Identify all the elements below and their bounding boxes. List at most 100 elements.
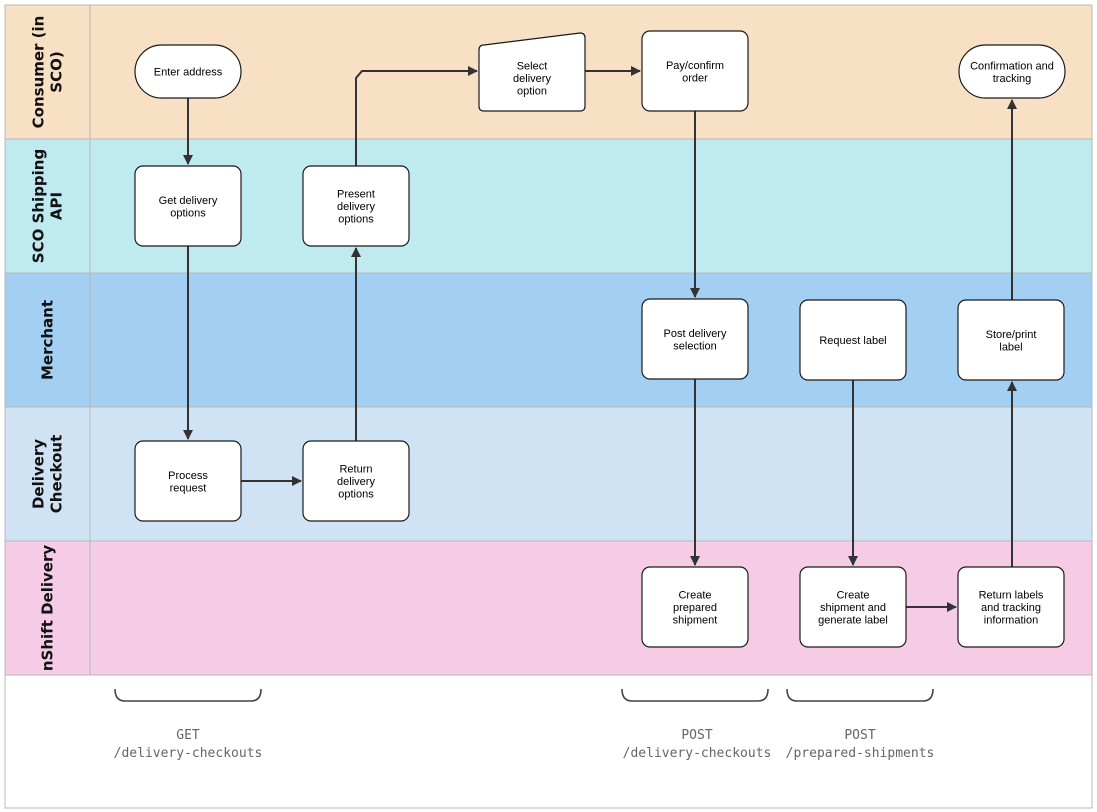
arrow-present-options-to-select-option [355,66,478,166]
node-label-line: delivery [513,73,551,85]
get-delivery-options-node-shape [134,165,242,247]
node-label-line: shipment [673,615,718,627]
lane-merchant-label: Merchant [39,300,57,380]
lane-label-line: API [48,192,66,220]
request-label-node-label: Request label [819,335,886,347]
node-label-line: order [682,72,708,84]
post-delivery-selection-node-shape [641,298,749,380]
create-shipment-generate-label-node-shape [799,566,907,648]
node-label-line: selection [673,340,716,352]
node-label-line: delivery [337,201,375,213]
request-label-node: Request label [799,299,907,381]
node-label-line: options [338,489,374,501]
node-label-line: label [999,341,1022,353]
node-label-line: delivery [337,476,375,488]
present-delivery-options-node-shape [302,165,410,247]
api-method: POST [681,728,712,743]
curly-brace-icon [786,688,934,702]
lane-label-line: Consumer (in [30,16,48,129]
lane-label-line: Delivery [30,439,48,509]
node-label-line: Select [517,61,548,73]
node-label-line: Return labels [979,590,1044,602]
node-label-line: shipment and [820,602,886,614]
node-label-line: and tracking [981,602,1041,614]
flow-arrows [183,66,1017,612]
lane-label-line: Checkout [48,435,66,513]
api-endpoint-annotations: GET/delivery-checkoutsPOST/delivery-chec… [114,688,935,761]
api-path: /delivery-checkouts [114,746,263,761]
api-get-annotation: GET/delivery-checkouts [114,688,263,761]
lane-label-line: SCO) [48,51,66,92]
node-label-line: Pay/confirm [666,60,724,72]
lane-checkout-label: DeliveryCheckout [30,435,66,513]
store-print-label-node-shape [957,299,1065,381]
curly-brace-icon [114,688,262,702]
enter-address-node-shape [134,44,242,99]
node-label-line: Confirmation and [970,60,1054,72]
swimlanes: Consumer (inSCO) SCO ShippingAPI MerchantD… [4,4,1093,676]
api-method: GET [176,728,200,743]
curly-brace-icon [621,688,769,702]
node-label-line: Enter address [154,67,223,79]
request-label-node-shape [799,299,907,381]
api-post-checkouts-annotation: POST/delivery-checkouts [621,688,772,761]
node-label-line: option [517,86,547,98]
api-path: /prepared-shipments [786,746,935,761]
enter-address-node: Enter address [134,44,242,99]
return-delivery-options-node-shape [302,440,410,522]
node-label-line: request [170,482,207,494]
process-request-node-shape [134,440,242,522]
lane-nshift-label: nShift Delivery [39,545,57,671]
create-prepared-shipment-node-shape [641,566,749,648]
api-path: /delivery-checkouts [623,746,772,761]
node-label-line: Post delivery [664,328,727,340]
select-delivery-option-node-shape [478,32,586,112]
node-label-line: Return [339,464,372,476]
lane-consumer-label: Consumer (inSCO) [30,16,66,129]
node-label-line: Get delivery [159,195,218,207]
api-post-prepared-annotation: POST/prepared-shipments [786,688,935,761]
lane-merchant-background [4,272,1093,408]
node-label-line: tracking [993,73,1032,85]
node-label-line: information [984,615,1038,627]
node-label-line: Request label [819,335,886,347]
lane-label-line: SCO Shipping [30,149,48,263]
node-label-line: options [338,214,374,226]
confirmation-tracking-node-shape [958,44,1066,99]
lane-label-line: nShift Delivery [39,545,57,671]
node-label-line: Create [836,590,869,602]
node-label-line: options [170,207,206,219]
lane-sco-label: SCO ShippingAPI [30,149,66,263]
node-label-line: generate label [818,615,888,627]
lane-merchant: Merchant [4,272,1093,408]
return-labels-tracking-node-shape [957,566,1065,648]
node-label-line: Store/print [986,329,1037,341]
api-method: POST [844,728,875,743]
node-label-line: Process [168,470,208,482]
